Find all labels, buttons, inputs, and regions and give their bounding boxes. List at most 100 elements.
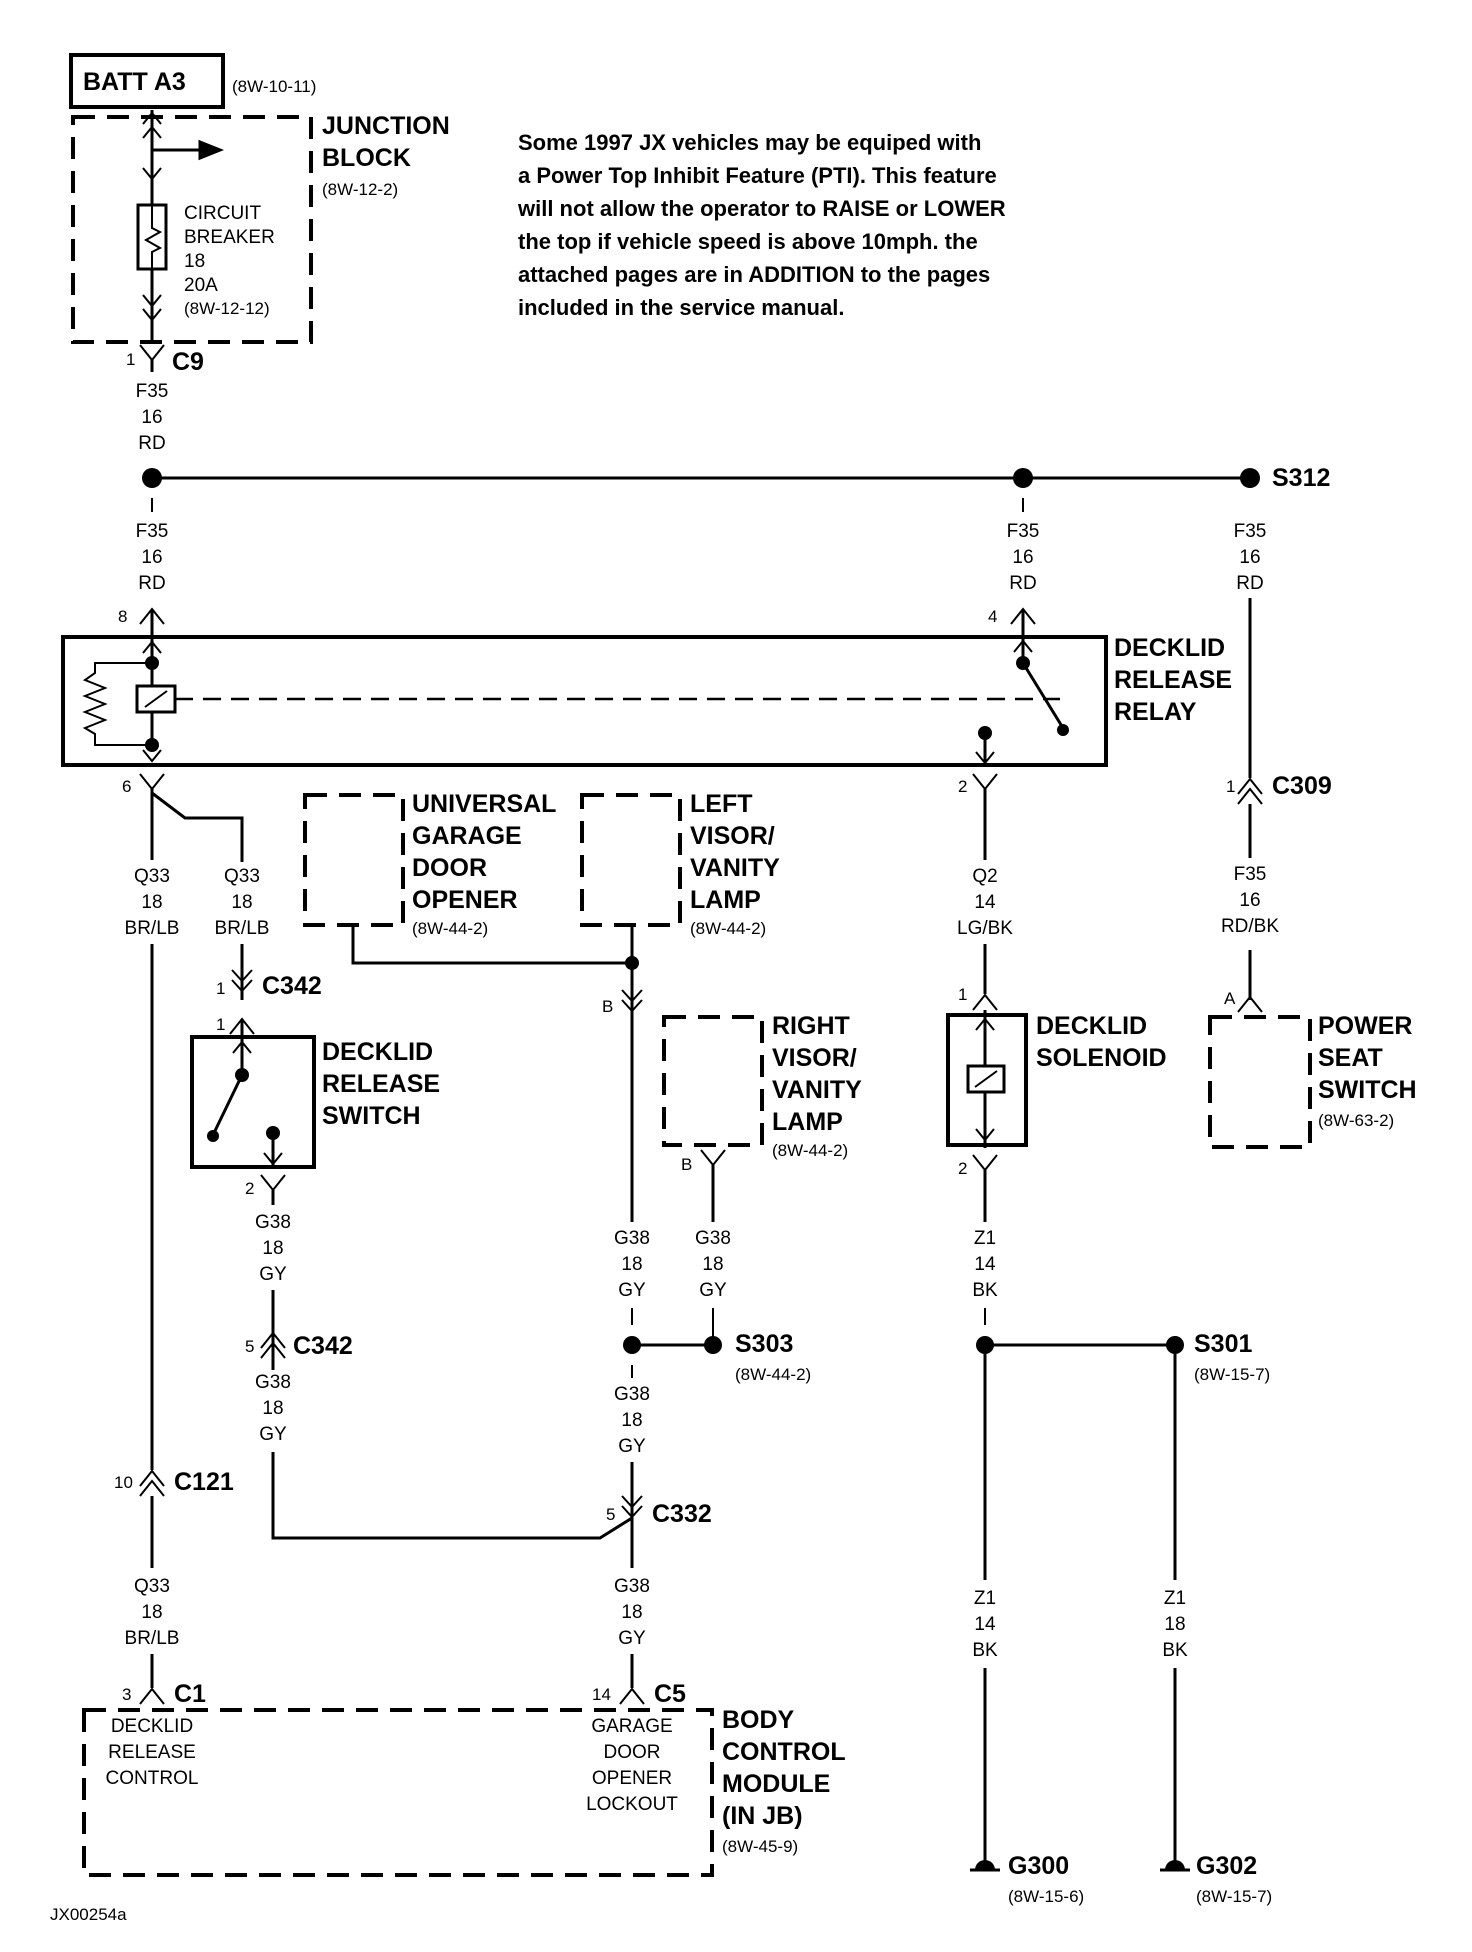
relay-pin-8: 8: [118, 607, 127, 626]
decklid-release-relay: 8 4 DECKLID RELEASE RELAY: [61, 607, 1232, 767]
splice-s312: S312: [1272, 464, 1330, 492]
relay-pin-6-connector: 6: [122, 773, 244, 862]
wire-g38-f: G38 18 GY: [614, 1576, 650, 1688]
wire-q33-c: Q33 18 BR/LB: [125, 1576, 179, 1688]
c1-name: C1: [174, 1680, 206, 1708]
ground-g300-ref: (8W-15-6): [1008, 1887, 1084, 1906]
wire-label: GY: [259, 1424, 287, 1445]
pss-pin-a: A: [1224, 989, 1236, 1008]
c332-name: C332: [652, 1500, 712, 1528]
ground-g302: G302 (8W-15-7): [1160, 1852, 1272, 1906]
ground-icon: [1160, 1860, 1190, 1872]
wire-label: Q33: [224, 866, 260, 887]
ground-g300: G300 (8W-15-6): [970, 1852, 1084, 1906]
connector-c342-bottom: 5 C342: [245, 1290, 353, 1370]
wire-label: 14: [974, 1614, 996, 1635]
bcm-ref: (8W-45-9): [722, 1837, 798, 1856]
splice-s303-ref: (8W-44-2): [735, 1365, 811, 1384]
solenoid-pin-2: 2: [958, 1159, 967, 1178]
pss-ref: (8W-63-2): [1318, 1111, 1394, 1130]
wire-label: Q2: [972, 866, 997, 887]
wire-g38-d: G38 18 GY: [695, 1228, 731, 1301]
circuit-breaker-line-3: 18: [184, 251, 205, 272]
wire-label: F35: [1234, 864, 1267, 885]
c9-name: C9: [172, 348, 204, 376]
c309-name: C309: [1272, 772, 1332, 800]
wire-label: GY: [618, 1280, 646, 1301]
relay-pin-2: 2: [958, 777, 967, 796]
wire-label: 18: [621, 1254, 642, 1275]
wire-label: 18: [262, 1238, 283, 1259]
relay-pin-2-connector: 2: [958, 773, 998, 860]
solenoid-title-1: DECKLID: [1036, 1012, 1147, 1040]
left-visor-title-1: LEFT: [690, 790, 753, 818]
c342-top-name: C342: [262, 972, 322, 1000]
left-visor-vanity-lamp: LEFT VISOR/ VANITY LAMP (8W-44-2): [580, 790, 780, 938]
splice-s303: S303: [735, 1330, 793, 1358]
batt-label: BATT A3: [83, 68, 186, 96]
wire-label: 18: [262, 1398, 283, 1419]
wire-label: 14: [974, 1254, 996, 1275]
junction-block-title-2: BLOCK: [322, 144, 411, 172]
wire-label: G38: [255, 1212, 291, 1233]
wire-label: Q33: [134, 1576, 170, 1597]
c5-pin: 14: [592, 1685, 611, 1704]
wire-f35-c: F35 16 RD: [1007, 521, 1040, 594]
c121-name: C121: [174, 1468, 234, 1496]
wire-label: 16: [1012, 547, 1033, 568]
wire-label: Z1: [974, 1228, 996, 1249]
relay-title-2: RELEASE: [1114, 666, 1232, 694]
circuit-breaker-icon: [136, 203, 168, 271]
c342-bottom-pin: 5: [245, 1337, 254, 1356]
pss-title-2: SEAT: [1318, 1044, 1383, 1072]
right-visor-ref: (8W-44-2): [772, 1141, 848, 1160]
wire-label: 18: [141, 1602, 162, 1623]
switch-pin-1: 1: [216, 1015, 225, 1034]
body-control-module: DECKLID RELEASE CONTROL GARAGE DOOR OPEN…: [82, 1706, 846, 1877]
relay-title-3: RELAY: [1114, 698, 1197, 726]
bus-f35: S312: [142, 464, 1330, 512]
wire-label: GY: [259, 1264, 287, 1285]
right-visor-title-1: RIGHT: [772, 1012, 850, 1040]
relay-coil-icon: [135, 684, 177, 714]
c332-pin: 5: [606, 1505, 615, 1524]
wire-q33-a: Q33 18 BR/LB: [125, 866, 180, 939]
wire-label: 18: [621, 1602, 642, 1623]
wire-label: F35: [136, 381, 169, 402]
ugdo-title-4: OPENER: [412, 886, 518, 914]
bcm-title-4: (IN JB): [722, 1802, 803, 1830]
note-text: Some 1997 JX vehicles may be equiped wit…: [517, 130, 1006, 320]
bcm-c5-label-4: LOCKOUT: [586, 1794, 678, 1815]
wire-label: RD: [138, 433, 165, 454]
switch-pin-2: 2: [245, 1179, 254, 1198]
connector-c332: 5 C332: [606, 1495, 712, 1528]
wire-label: G38: [255, 1372, 291, 1393]
wire-label: BR/LB: [125, 918, 180, 939]
universal-garage-door-opener: UNIVERSAL GARAGE DOOR OPENER (8W-44-2): [303, 790, 556, 938]
wire-g38-c: G38 18 GY: [614, 1228, 650, 1301]
wire-f35-b: F35 16 RD: [136, 521, 169, 594]
wire-label: G38: [614, 1576, 650, 1597]
bcm-c1-label-1: DECKLID: [111, 1716, 193, 1737]
ground-g302-name: G302: [1196, 1852, 1257, 1880]
relay-contact-icon: [1021, 662, 1069, 736]
junction-block-title-1: JUNCTION: [322, 112, 450, 140]
bcm-c5-label-2: DOOR: [604, 1742, 661, 1763]
connector-c342-top: 1 C342 1: [216, 944, 322, 1035]
circuit-breaker-line-4: 20A: [184, 275, 218, 296]
c9-pin: 1: [126, 350, 135, 369]
figure-id: JX00254a: [50, 1905, 127, 1924]
relay-title-1: DECKLID: [1114, 634, 1225, 662]
connector-c9: 1 C9: [126, 344, 204, 376]
left-visor-title-4: LAMP: [690, 886, 761, 914]
circuit-power-seat: 1 C309 F35 16 RD/BK A: [1221, 598, 1332, 1013]
bcm-c1-label-2: RELEASE: [108, 1742, 196, 1763]
wire-label: 16: [1239, 890, 1260, 911]
wire-label: RD: [138, 573, 165, 594]
relay-pin-6: 6: [122, 777, 131, 796]
wire-label: RD: [1236, 573, 1263, 594]
wire-label: F35: [136, 521, 169, 542]
wire-g38-b: G38 18 GY: [255, 1372, 633, 1540]
wire-label: F35: [1234, 521, 1267, 542]
ugdo-title-2: GARAGE: [412, 822, 522, 850]
